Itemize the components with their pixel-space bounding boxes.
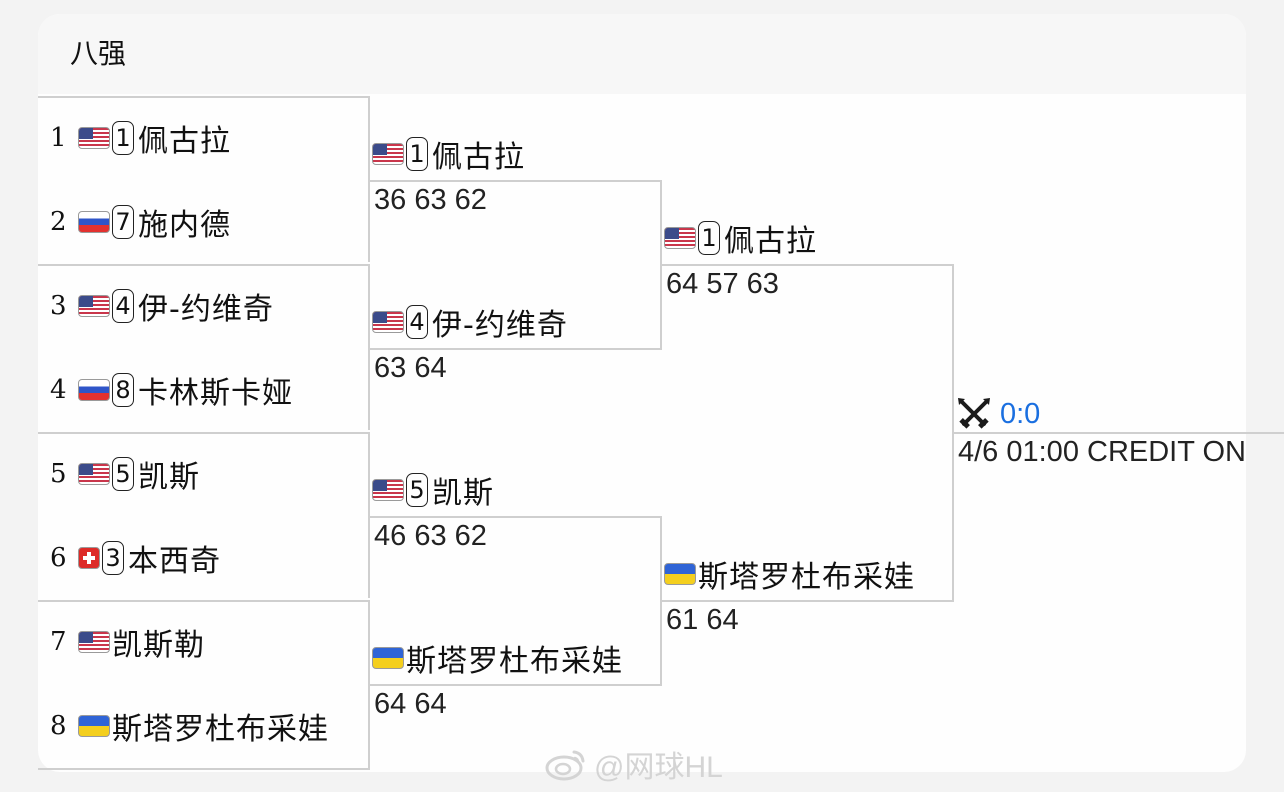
usa-flag-icon bbox=[372, 479, 404, 501]
final-match[interactable]: 0:0 bbox=[956, 394, 1040, 434]
seed-badge: 4 bbox=[406, 305, 428, 339]
r1-group-3 bbox=[38, 432, 370, 598]
ukraine-flag-icon bbox=[664, 563, 696, 585]
draw-position: 2 bbox=[50, 207, 67, 237]
player-name: 佩古拉 bbox=[138, 124, 231, 159]
draw-position: 5 bbox=[50, 459, 67, 489]
player-name: 凯斯勒 bbox=[112, 628, 205, 663]
seed-badge: 1 bbox=[698, 221, 720, 255]
match-score: 64 57 63 bbox=[666, 268, 779, 300]
draw-position: 1 bbox=[50, 123, 67, 153]
match-score: 36 63 62 bbox=[374, 184, 487, 216]
qf-winner[interactable]: 4 伊-约维奇 bbox=[372, 302, 568, 343]
qf-winner[interactable]: 斯塔罗杜布采娃 bbox=[372, 638, 623, 679]
round-title: 八强 bbox=[70, 37, 127, 70]
final-score-link[interactable]: 0:0 bbox=[1000, 397, 1041, 430]
qf-winner[interactable]: 5 凯斯 bbox=[372, 470, 494, 511]
crossed-swords-icon bbox=[958, 398, 990, 429]
r1-group-2 bbox=[38, 264, 370, 430]
player-name: 凯斯 bbox=[432, 476, 494, 511]
player-name: 斯塔罗杜布采娃 bbox=[698, 560, 915, 595]
r1-group-4 bbox=[38, 600, 370, 770]
r1-row[interactable]: 1 1 佩古拉 bbox=[50, 118, 231, 159]
ukraine-flag-icon bbox=[372, 647, 404, 669]
r1-row[interactable]: 6 3 本西奇 bbox=[50, 538, 221, 579]
russia-flag-icon bbox=[78, 211, 110, 233]
match-score: 61 64 bbox=[666, 604, 739, 636]
r1-group-1 bbox=[38, 96, 370, 262]
draw-position: 6 bbox=[50, 543, 67, 573]
player-name: 佩古拉 bbox=[724, 224, 817, 259]
match-score: 63 64 bbox=[374, 352, 447, 384]
r1-row[interactable]: 3 4 伊-约维奇 bbox=[50, 286, 274, 327]
russia-flag-icon bbox=[78, 379, 110, 401]
player-name: 施内德 bbox=[138, 208, 231, 243]
qf-connector bbox=[370, 180, 662, 350]
sf-winner[interactable]: 斯塔罗杜布采娃 bbox=[664, 554, 915, 595]
player-name: 佩古拉 bbox=[432, 140, 525, 175]
r1-row[interactable]: 4 8 卡林斯卡娅 bbox=[50, 370, 293, 411]
ukraine-flag-icon bbox=[78, 715, 110, 737]
seed-badge: 5 bbox=[406, 473, 428, 507]
r1-row[interactable]: 7 凯斯勒 bbox=[50, 622, 205, 663]
final-schedule: 4/6 01:00 CREDIT ONE STADIUM bbox=[958, 436, 1246, 468]
usa-flag-icon bbox=[78, 631, 110, 653]
draw-position: 4 bbox=[50, 375, 67, 405]
player-name: 凯斯 bbox=[138, 460, 200, 495]
seed-badge: 1 bbox=[406, 137, 428, 171]
player-name: 卡林斯卡娅 bbox=[138, 376, 293, 411]
card-header: 八强 bbox=[38, 14, 1246, 94]
switzerland-flag-icon bbox=[78, 547, 100, 569]
usa-flag-icon bbox=[372, 311, 404, 333]
player-name: 伊-约维奇 bbox=[138, 292, 274, 327]
match-score: 64 64 bbox=[374, 688, 447, 720]
watermark-text: @网球HL bbox=[594, 751, 723, 784]
r1-row[interactable]: 5 5 凯斯 bbox=[50, 454, 200, 495]
player-name: 伊-约维奇 bbox=[432, 308, 568, 343]
seed-badge: 7 bbox=[112, 205, 134, 239]
match-score: 46 63 62 bbox=[374, 520, 487, 552]
sf-winner[interactable]: 1 佩古拉 bbox=[664, 218, 817, 259]
usa-flag-icon bbox=[78, 127, 110, 149]
seed-badge: 5 bbox=[112, 457, 134, 491]
qf-connector bbox=[370, 516, 662, 686]
draw-position: 8 bbox=[50, 711, 67, 741]
usa-flag-icon bbox=[372, 143, 404, 165]
weibo-icon bbox=[545, 750, 585, 781]
usa-flag-icon bbox=[78, 295, 110, 317]
weibo-watermark: @网球HL bbox=[544, 742, 723, 786]
seed-badge: 8 bbox=[112, 373, 134, 407]
draw-position: 7 bbox=[50, 627, 67, 657]
draw-position: 3 bbox=[50, 291, 67, 321]
qf-winner[interactable]: 1 佩古拉 bbox=[372, 134, 525, 175]
usa-flag-icon bbox=[664, 227, 696, 249]
draw-card: 八强 bbox=[38, 14, 1246, 772]
seed-badge: 1 bbox=[112, 121, 134, 155]
player-name: 本西奇 bbox=[128, 544, 221, 579]
r1-row[interactable]: 8 斯塔罗杜布采娃 bbox=[50, 706, 329, 747]
player-name: 斯塔罗杜布采娃 bbox=[406, 644, 623, 679]
sf-connector bbox=[662, 264, 954, 602]
usa-flag-icon bbox=[78, 463, 110, 485]
r1-row[interactable]: 2 7 施内德 bbox=[50, 202, 231, 243]
seed-badge: 3 bbox=[102, 541, 124, 575]
player-name: 斯塔罗杜布采娃 bbox=[112, 712, 329, 747]
final-connector bbox=[954, 432, 1284, 434]
seed-badge: 4 bbox=[112, 289, 134, 323]
